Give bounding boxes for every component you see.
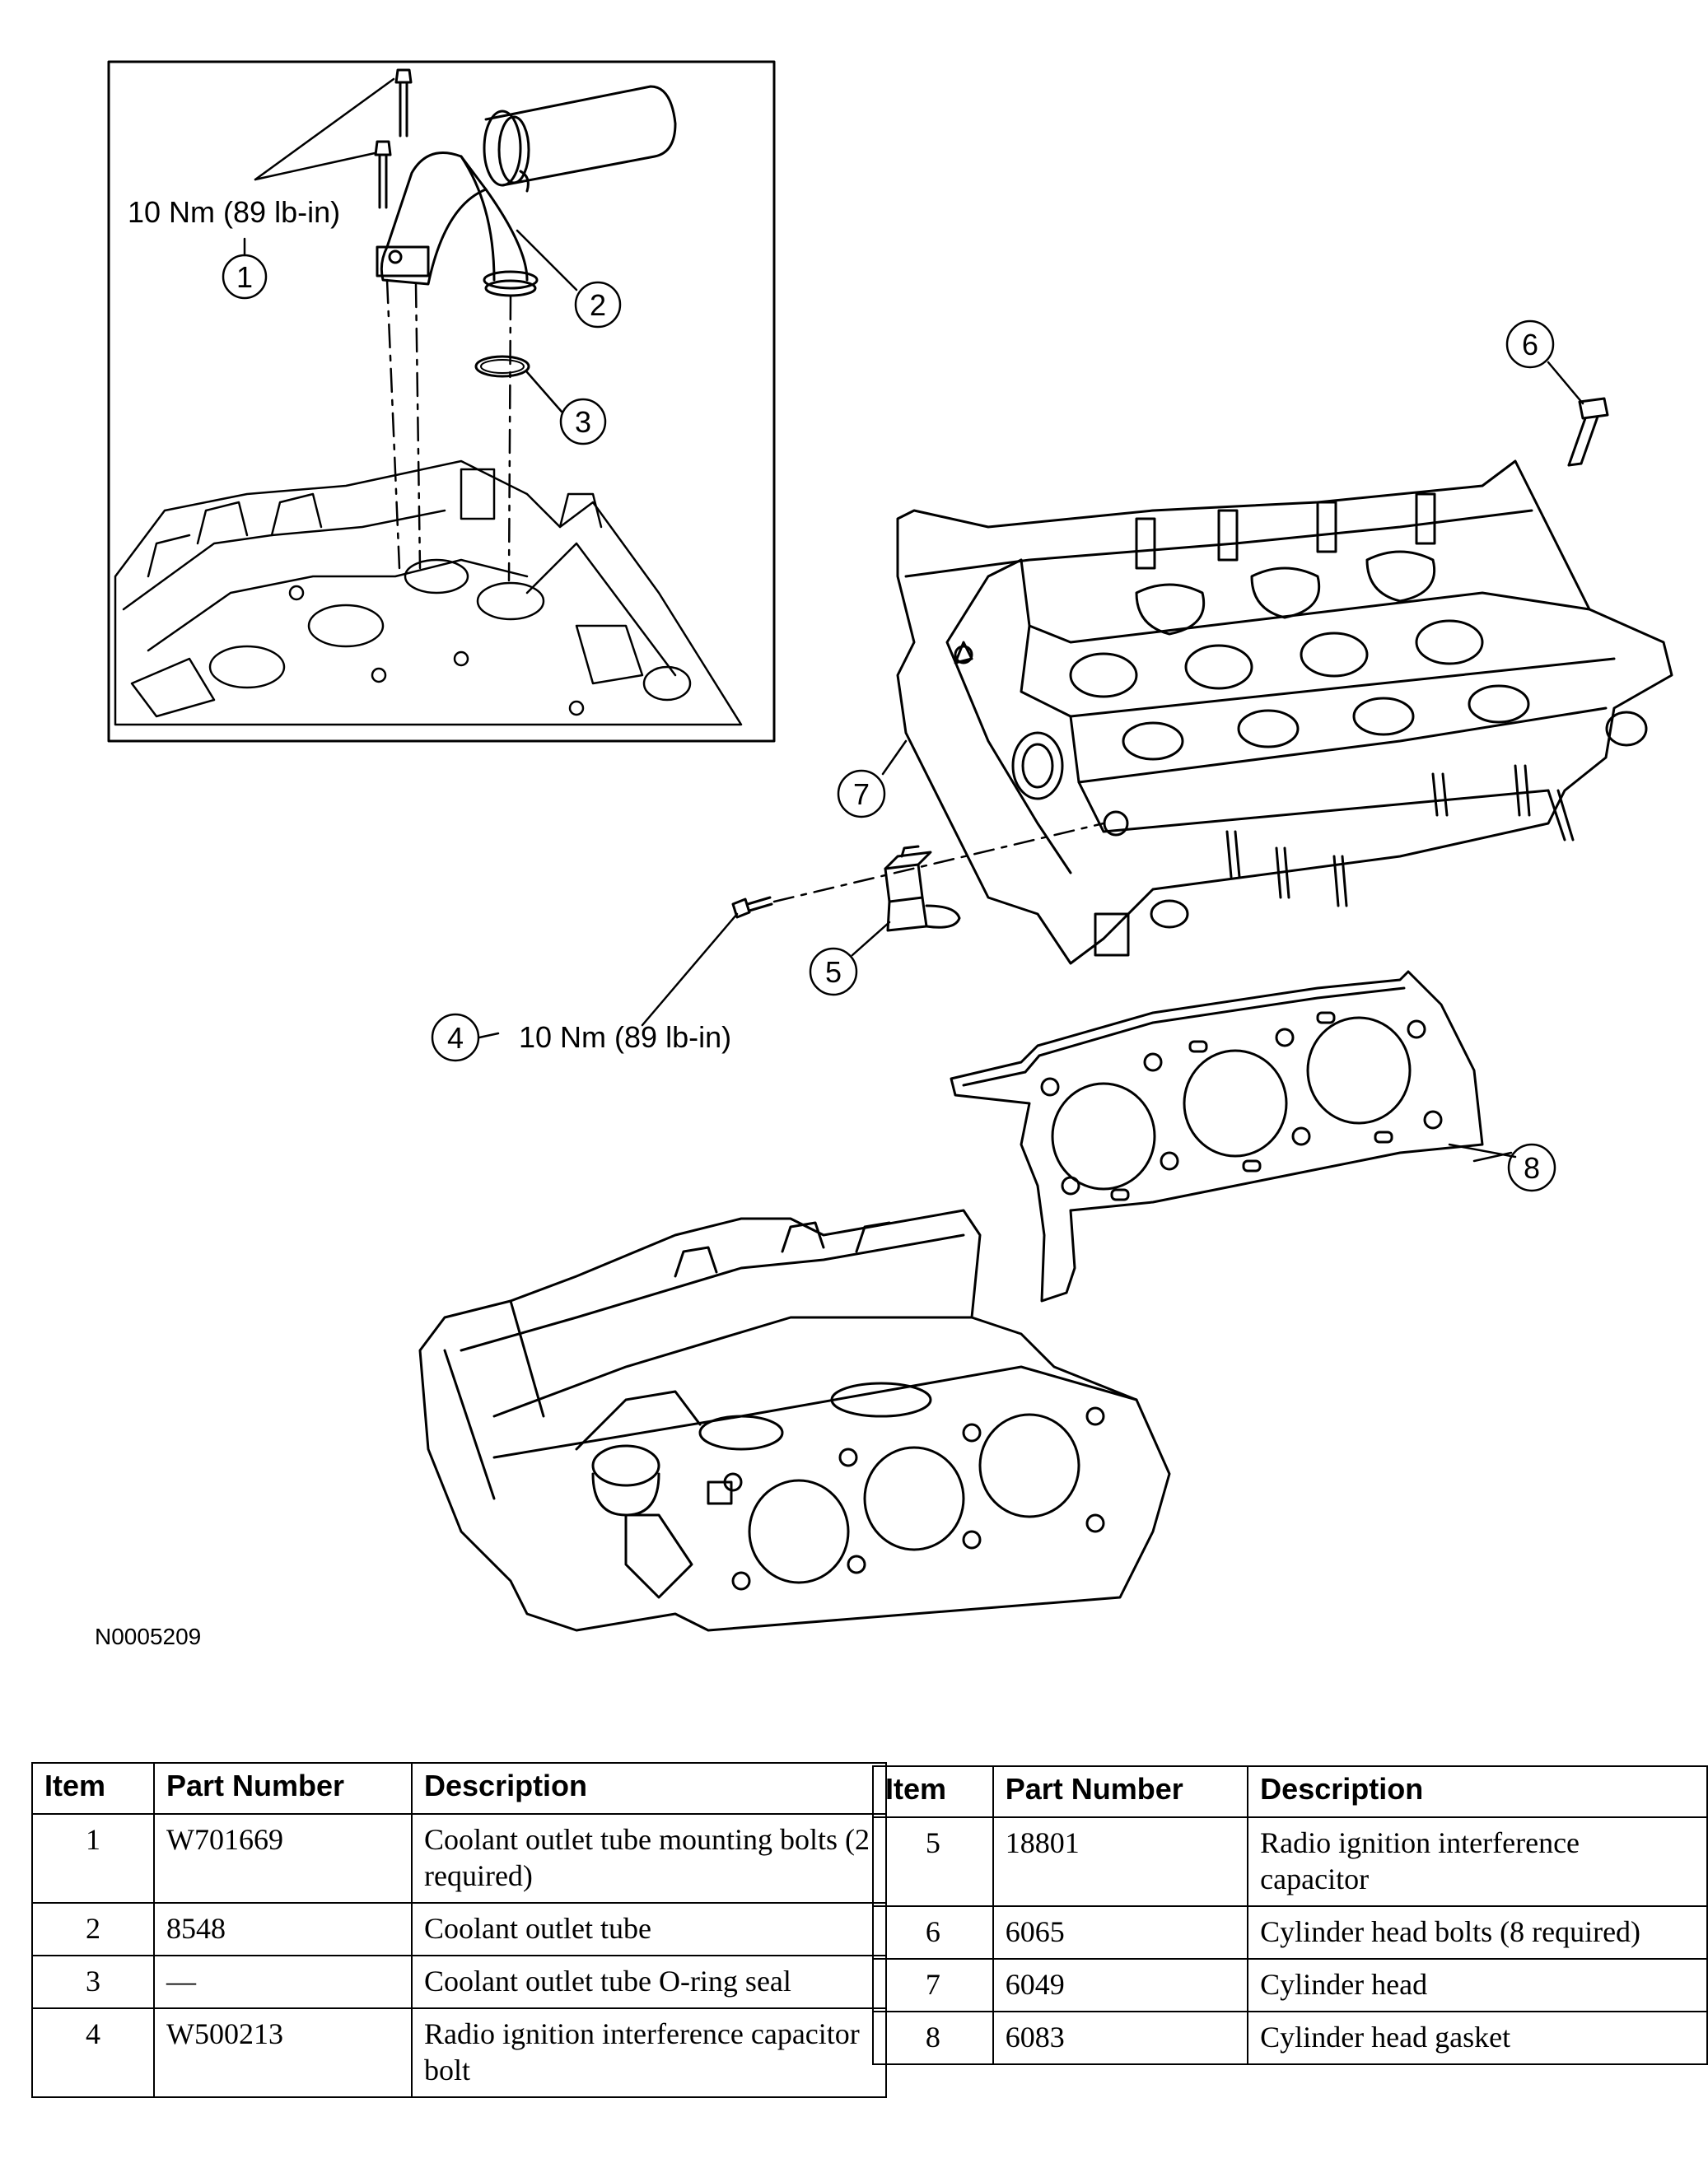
cell-item: 6: [872, 1905, 994, 1960]
callout-2-circle: [574, 281, 622, 329]
header-description: Description: [1247, 1765, 1708, 1818]
cell-part-number: W500213: [153, 2007, 413, 2098]
callout-1-label: 1: [236, 260, 253, 294]
cell-item: 5: [872, 1816, 994, 1907]
table-row: 4 W500213 Radio ignition interference ca…: [31, 2007, 887, 2098]
header-item: Item: [872, 1765, 994, 1818]
cell-part-number: 6083: [992, 2011, 1249, 2065]
callout-5-label: 5: [825, 955, 842, 989]
cell-description: Coolant outlet tube: [411, 1902, 887, 1956]
parts-table-left: Item Part Number Description 1 W701669 C…: [31, 1762, 887, 2098]
header-item: Item: [31, 1762, 155, 1815]
o-ring-seal: [474, 355, 530, 378]
cell-item: 1: [31, 1813, 155, 1904]
inset-engine-block: [114, 459, 743, 726]
header-part-number: Part Number: [153, 1762, 413, 1815]
callout-8-circle: [1507, 1143, 1556, 1192]
table-row: 5 18801 Radio ignition interference capa…: [872, 1816, 1708, 1907]
cell-part-number: 6049: [992, 1958, 1249, 2012]
callout-5-circle: [809, 947, 858, 996]
table-row: 3 — Coolant outlet tube O-ring seal: [31, 1955, 887, 2009]
callout-3-circle: [559, 398, 607, 445]
torque-label-capacitor-bolt: 10 Nm (89 lb-in): [519, 1020, 731, 1054]
cell-description: Coolant outlet tube O-ring seal: [411, 1955, 887, 2009]
cell-item: 7: [872, 1958, 994, 2012]
cell-description: Coolant outlet tube mounting bolts (2 re…: [411, 1813, 887, 1904]
cell-part-number: W701669: [153, 1813, 413, 1904]
header-description: Description: [411, 1762, 887, 1815]
callout-4-label: 4: [447, 1021, 464, 1055]
table-row: 6 6065 Cylinder head bolts (8 required): [872, 1905, 1708, 1960]
table-header-row: Item Part Number Description: [31, 1762, 887, 1815]
table-row: 8 6083 Cylinder head gasket: [872, 2011, 1708, 2065]
callout-6-label: 6: [1522, 328, 1538, 361]
callout-7-circle: [837, 769, 886, 818]
cell-part-number: 6065: [992, 1905, 1249, 1960]
figure-id: N0005209: [95, 1624, 201, 1649]
cell-item: 2: [31, 1902, 155, 1956]
detail-inset-frame: [107, 60, 776, 743]
callout-1-circle: [222, 254, 268, 300]
coolant-outlet-tube: [376, 85, 677, 297]
cell-part-number: —: [153, 1955, 413, 2009]
table-row: 7 6049 Cylinder head: [872, 1958, 1708, 2012]
table-row: 2 8548 Coolant outlet tube: [31, 1902, 887, 1956]
cell-item: 8: [872, 2011, 994, 2065]
torque-label-coolant-bolts: 10 Nm (89 lb-in): [128, 195, 340, 229]
cell-description: Cylinder head bolts (8 required): [1247, 1905, 1708, 1960]
header-part-number: Part Number: [992, 1765, 1249, 1818]
capacitor-bolt: [641, 896, 773, 1027]
engine-block: [418, 1209, 1171, 1632]
coolant-tube-bolts: [254, 68, 413, 209]
radio-capacitor: [884, 845, 961, 932]
cell-description: Cylinder head: [1247, 1958, 1708, 2012]
cylinder-head-bolt: [1567, 397, 1609, 467]
callout-7-label: 7: [853, 777, 870, 811]
cell-part-number: 8548: [153, 1902, 413, 1956]
callout-6-circle: [1505, 319, 1555, 369]
cell-description: Cylinder head gasket: [1247, 2011, 1708, 2065]
cell-part-number: 18801: [992, 1816, 1249, 1907]
table-header-row: Item Part Number Description: [872, 1765, 1708, 1818]
cylinder-head-gasket: [950, 970, 1484, 1303]
cell-description: Radio ignition interference capacitor: [1247, 1816, 1708, 1907]
callout-8-label: 8: [1524, 1151, 1540, 1185]
cell-item: 4: [31, 2007, 155, 2098]
parts-table-right: Item Part Number Description 5 18801 Rad…: [872, 1765, 1708, 2065]
cell-description: Radio ignition interference capacitor bo…: [411, 2007, 887, 2098]
cylinder-head: [896, 459, 1673, 965]
callout-2-label: 2: [590, 288, 606, 322]
callout-3-label: 3: [575, 405, 591, 439]
table-row: 1 W701669 Coolant outlet tube mounting b…: [31, 1813, 887, 1904]
cell-item: 3: [31, 1955, 155, 2009]
